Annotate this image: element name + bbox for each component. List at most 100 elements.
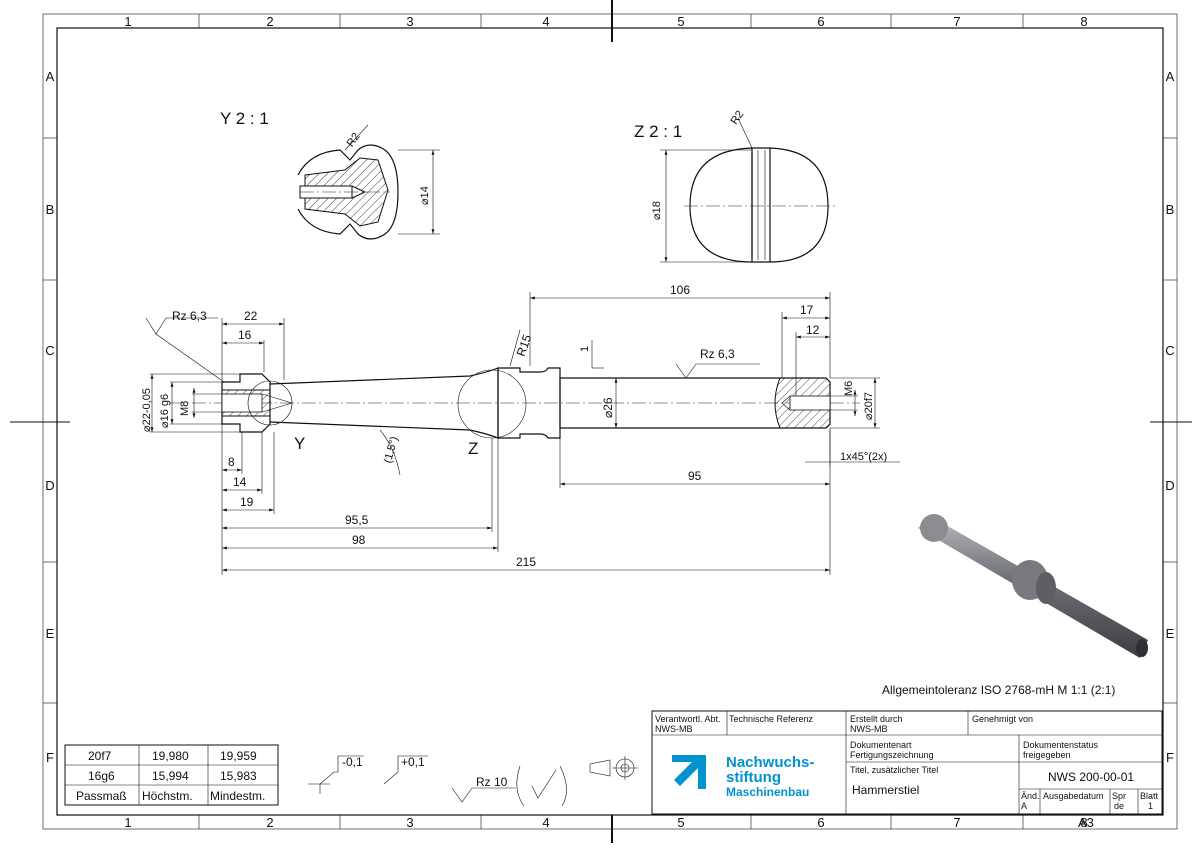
approved-by-label: Genehmigt von <box>972 714 1033 724</box>
dim-14: 14 <box>233 475 247 489</box>
detail-z-diameter: ⌀18 <box>651 201 663 220</box>
rev: A <box>1021 801 1027 811</box>
dim-chamfer: 1x45°(2x) <box>840 451 887 463</box>
created-by-label: Erstellt durch <box>850 714 903 724</box>
zone-row-F-right: F <box>1166 750 1174 765</box>
fit-row-0-col-1: 19,980 <box>152 749 189 763</box>
label-z: Z <box>468 439 478 458</box>
created-by: NWS-MB <box>850 724 888 734</box>
dim-95-5: 95,5 <box>345 513 369 527</box>
tech-ref-label: Technische Referenz <box>729 714 814 724</box>
dim-98: 98 <box>352 533 366 547</box>
rz-general: Rz 10 <box>476 775 508 789</box>
rz-left: Rz 6,3 <box>172 309 207 323</box>
zone-col-4-bottom: 4 <box>542 815 549 830</box>
zone-row-D-right: D <box>1165 478 1174 493</box>
dim-12: 12 <box>806 323 820 337</box>
detail-y: Y 2 : 1 R2 ⌀14 <box>220 109 440 240</box>
rz-right: Rz 6,3 <box>700 347 735 361</box>
zone-row-A-right: A <box>1166 69 1175 84</box>
centering-marks <box>10 0 1192 843</box>
zone-row-B-right: B <box>1166 202 1175 217</box>
resp-dept-label: Verantwortl. Abt. <box>655 714 721 724</box>
dim-8: 8 <box>228 455 235 469</box>
dim-22: 22 <box>244 309 258 323</box>
logo-line3: Maschinenbau <box>726 785 809 799</box>
doc-status-label: Dokumentenstatus <box>1023 740 1099 750</box>
outer-frame <box>42 13 1178 830</box>
lang-label: Spr <box>1112 791 1126 801</box>
zone-col-8-bottom: 8 <box>1080 815 1087 830</box>
zone-row-F-left: F <box>46 750 54 765</box>
fit-row-0-col-0: 20f7 <box>88 749 112 763</box>
detail-y-title: Y 2 : 1 <box>220 109 269 128</box>
zone-col-3-top: 3 <box>406 14 413 29</box>
zone-labels: 1 2 3 4 5 6 7 8 1 2 3 4 5 6 7 8 A B C D … <box>45 14 1174 830</box>
zone-row-E-right: E <box>1166 626 1175 641</box>
zone-row-E-left: E <box>46 626 55 641</box>
title-label: Titel, zusätzlicher Titel <box>850 765 938 775</box>
logo-arrow-icon <box>672 755 706 789</box>
tol-plus: +0,1 <box>401 755 425 769</box>
part-3d-render <box>918 514 1148 658</box>
dim-17: 17 <box>800 303 814 317</box>
fit-row-1-col-1: 15,994 <box>152 769 189 783</box>
zone-col-2-bottom: 2 <box>266 815 273 830</box>
zone-col-2-top: 2 <box>266 14 273 29</box>
doc-type-label: Dokumentenart <box>850 740 912 750</box>
detail-z: Z 2 : 1 R2 ⌀18 <box>634 109 836 263</box>
paper-format: A3 <box>1078 815 1094 830</box>
projection-cone-icon <box>589 759 611 777</box>
zone-row-C-right: C <box>1165 343 1174 358</box>
zone-row-A-left: A <box>46 69 55 84</box>
fit-header-1: Höchstm. <box>142 789 193 803</box>
dim-M8: M8 <box>179 401 191 416</box>
doc-number: NWS 200-00-01 <box>1048 770 1134 784</box>
dim-R15: R15 <box>514 332 535 358</box>
zone-grid <box>43 14 1177 829</box>
general-tolerance: Allgemeintoleranz ISO 2768-mH M 1:1 (2:1… <box>882 683 1115 697</box>
zone-col-8-top: 8 <box>1080 14 1087 29</box>
dim-d20f7: ⌀20f7 <box>863 392 875 420</box>
tol-minus: -0,1 <box>342 755 363 769</box>
fit-row-0-col-2: 19,959 <box>220 749 257 763</box>
dim-16: 16 <box>238 328 252 342</box>
symbols: -0,1 +0,1 Rz 10 <box>308 755 638 807</box>
fit-row-1-col-2: 15,983 <box>220 769 257 783</box>
detail-z-radius: R2 <box>728 109 746 127</box>
zone-row-D-left: D <box>45 478 54 493</box>
drawing-title: Hammerstiel <box>852 783 919 797</box>
resp-dept: NWS-MB <box>655 724 693 734</box>
zone-col-3-bottom: 3 <box>406 815 413 830</box>
dim-1: 1 <box>579 346 591 352</box>
detail-z-title: Z 2 : 1 <box>634 122 682 141</box>
dim-19: 19 <box>240 495 254 509</box>
zone-col-7-top: 7 <box>953 14 960 29</box>
title-block: Verantwortl. Abt. NWS-MB Technische Refe… <box>651 710 1163 830</box>
zone-col-4-top: 4 <box>542 14 549 29</box>
zone-row-C-left: C <box>45 343 54 358</box>
zone-col-1-bottom: 1 <box>124 815 131 830</box>
sheet-number: 1 <box>1148 801 1153 811</box>
doc-type: Fertigungszeichnung <box>850 750 934 760</box>
doc-status: freigegeben <box>1023 750 1071 760</box>
fit-header-0: Passmaß <box>76 789 127 803</box>
zone-col-5-bottom: 5 <box>677 815 684 830</box>
dim-d22: ⌀22-0,05 <box>141 388 153 432</box>
label-y: Y <box>294 434 305 453</box>
rev-label: Änd. <box>1021 791 1040 801</box>
zone-col-7-bottom: 7 <box>953 815 960 830</box>
logo-line2: stiftung <box>726 769 781 786</box>
zone-col-5-top: 5 <box>677 14 684 29</box>
dim-215: 215 <box>516 555 536 569</box>
dim-d26: ⌀26 <box>601 397 615 418</box>
dim-106: 106 <box>670 283 690 297</box>
logo: Nachwuchs- stiftung Maschinenbau <box>672 754 814 799</box>
zone-col-6-bottom: 6 <box>817 815 824 830</box>
zone-col-1-top: 1 <box>124 14 131 29</box>
sheet-label: Blatt <box>1140 791 1159 801</box>
dim-d16g6: ⌀16 g6 <box>159 394 171 428</box>
dim-taper: (1,5°) <box>382 435 401 464</box>
